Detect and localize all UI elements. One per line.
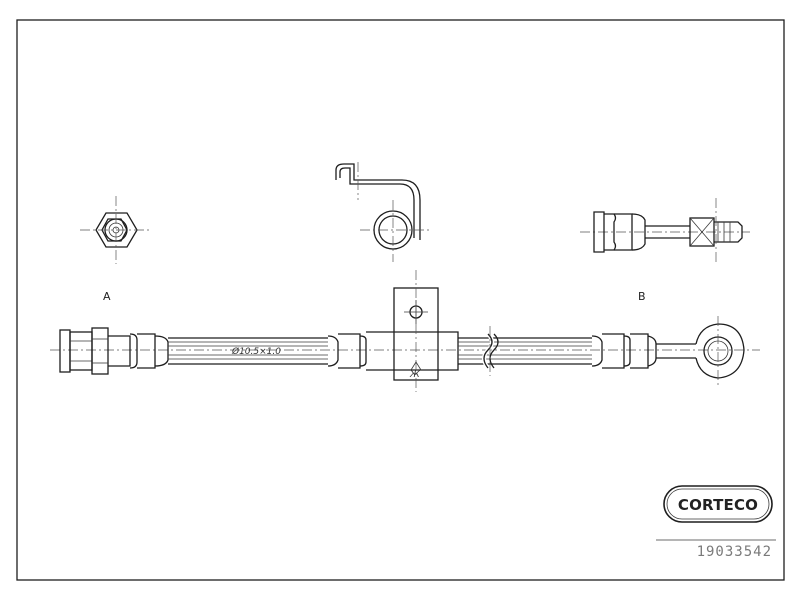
corteco-logo: CORTECO xyxy=(663,485,773,523)
hose-section-left xyxy=(168,337,328,365)
view-a-label: A xyxy=(103,290,111,303)
view-b-label: B xyxy=(638,290,646,303)
drawing-frame xyxy=(16,19,785,581)
hose-marking: Ø10.5×1.0 xyxy=(231,346,281,357)
mounting-clip xyxy=(335,162,430,262)
brand-name: CORTECO xyxy=(678,496,758,514)
detail-a-hex-nut xyxy=(80,196,152,264)
brake-hose-assembly: Ø10.5×1.0 Ж xyxy=(50,270,760,392)
part-number: 19033542 xyxy=(697,544,772,560)
middle-bracket-crimp: Ж xyxy=(327,270,459,392)
right-banjo-fitting xyxy=(591,316,745,388)
bracket-mark: Ж xyxy=(409,370,420,380)
left-end-fitting xyxy=(59,327,169,375)
hose-section-right xyxy=(458,326,592,376)
detail-b-fitting-side xyxy=(580,198,750,262)
